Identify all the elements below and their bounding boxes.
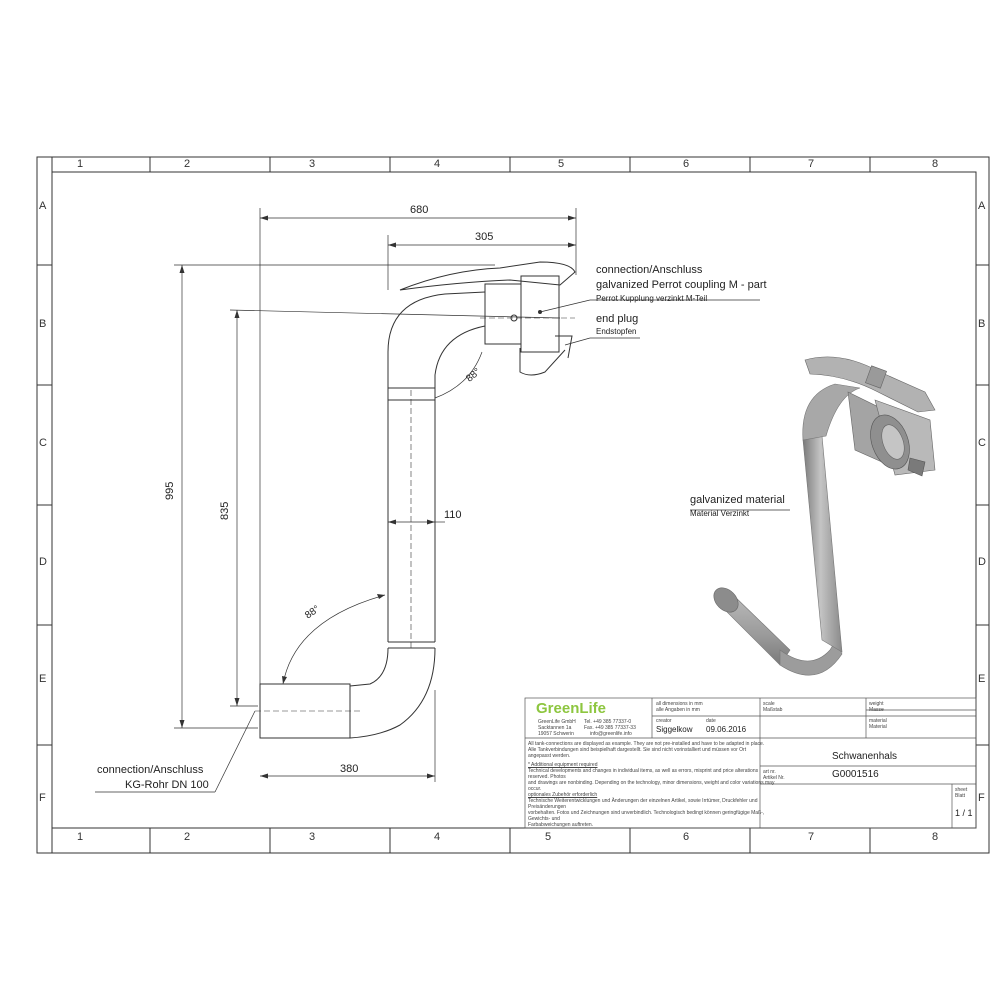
gooseneck-3d-render bbox=[713, 356, 936, 676]
grid-row-e: E bbox=[39, 673, 47, 685]
artno-value: G0001516 bbox=[832, 769, 879, 780]
grid-row-d-right: D bbox=[978, 556, 986, 568]
date-value: 09.06.2016 bbox=[706, 725, 747, 734]
grid-row-f-right: F bbox=[978, 792, 985, 804]
date-label: date bbox=[706, 718, 716, 724]
grid-col-3: 3 bbox=[309, 158, 316, 170]
sheet-label-de: Blatt bbox=[955, 793, 966, 799]
note-line: Preisänderungen bbox=[528, 804, 567, 810]
note-line: Gewichts- und bbox=[528, 816, 560, 822]
grid-col-5-bottom: 5 bbox=[545, 831, 552, 843]
company-name: GreenLife GmbH bbox=[538, 719, 576, 725]
note-line: * Additional equipment required bbox=[528, 762, 598, 768]
note-line: Technische Weiterentwicklungen und Änder… bbox=[528, 798, 758, 804]
weight-label-en: weight bbox=[869, 701, 884, 707]
grid-row-d: D bbox=[39, 556, 47, 568]
creator-label: creator bbox=[656, 718, 672, 724]
dimension-680: 680 bbox=[410, 204, 429, 216]
grid-col-6-bottom: 6 bbox=[683, 831, 690, 843]
company-fax: Fax. +49 385 77337-33 bbox=[584, 725, 636, 731]
grid-col-8-bottom: 8 bbox=[932, 831, 939, 843]
material-label-de: Material bbox=[869, 724, 887, 730]
drawing-title: Schwanenhals bbox=[832, 751, 898, 762]
dimension-305: 305 bbox=[475, 231, 494, 243]
grid-col-1-bottom: 1 bbox=[77, 831, 84, 843]
grid-row-e-right: E bbox=[978, 673, 986, 685]
sheet-label-en: sheet bbox=[955, 787, 968, 793]
gooseneck-side-view bbox=[255, 261, 576, 739]
note-line: Farbabweichungen auftreten. bbox=[528, 822, 594, 828]
note-line: occur. bbox=[528, 786, 542, 792]
dims-note-de: alle Angaben in mm bbox=[656, 707, 700, 713]
creator-value: Siggelkow bbox=[656, 725, 693, 734]
callout-coupling-line2: galvanized Perrot coupling M - part bbox=[596, 279, 767, 291]
sheet-frame bbox=[36, 156, 990, 854]
callout-plug-line2: Endstopfen bbox=[596, 327, 637, 336]
grid-row-c-right: C bbox=[978, 437, 986, 449]
dimension-995: 995 bbox=[164, 481, 176, 500]
grid-row-b: B bbox=[39, 318, 47, 330]
callout-pipe-line2: KG-Rohr DN 100 bbox=[125, 779, 209, 791]
grid-row-b-right: B bbox=[978, 318, 986, 330]
weight-label-de: Masse bbox=[869, 707, 884, 713]
grid-col-3-bottom: 3 bbox=[309, 831, 316, 843]
dimension-835: 835 bbox=[219, 501, 231, 520]
note-line: angepasst werden. bbox=[528, 753, 571, 759]
dimension-110: 110 bbox=[444, 509, 462, 521]
scale-label-de: Maßstab bbox=[763, 707, 783, 713]
grid-col-8: 8 bbox=[932, 158, 939, 170]
coupling-leader-dot bbox=[538, 310, 542, 314]
title-block-frame bbox=[524, 697, 977, 829]
note-line: and drawings are nonbinding. Depending o… bbox=[528, 780, 775, 786]
note-line: Alle Tankverbindungen sind beispielhaft … bbox=[528, 747, 747, 753]
company-logo: GreenLife bbox=[536, 700, 607, 717]
note-line: reserved. Photos bbox=[528, 774, 566, 780]
grid-row-a-right: A bbox=[978, 200, 986, 212]
callout-material-line2: Material Verzinkt bbox=[690, 509, 750, 518]
callout-plug-line1: end plug bbox=[596, 313, 639, 325]
note-line: vorbehalten. Fotos und Zeichnungen sind … bbox=[528, 810, 765, 816]
grid-row-c: C bbox=[39, 437, 47, 449]
grid-col-7: 7 bbox=[808, 158, 815, 170]
material-label-en: material bbox=[869, 718, 887, 724]
sheet-value: 1 / 1 bbox=[955, 808, 973, 818]
grid-col-5: 5 bbox=[558, 158, 565, 170]
dimension-380: 380 bbox=[340, 763, 359, 775]
grid-col-2: 2 bbox=[184, 158, 191, 170]
callout-leaders bbox=[95, 299, 760, 793]
callout-coupling-line1: connection/Anschluss bbox=[596, 264, 703, 276]
note-line: All tank-connections are displayed as ex… bbox=[528, 741, 765, 747]
callout-material-line1: galvanized material bbox=[690, 494, 785, 506]
artno-label-en: art nr. bbox=[763, 769, 776, 775]
grid-col-1: 1 bbox=[77, 158, 84, 170]
grid-row-a: A bbox=[39, 200, 47, 212]
company-street: Sacktannen 1a bbox=[538, 725, 572, 731]
grid-col-4-bottom: 4 bbox=[434, 831, 441, 843]
dims-note-en: all dimensions in mm bbox=[656, 701, 703, 707]
scale-label-en: scale bbox=[763, 701, 775, 707]
grid-row-f: F bbox=[39, 792, 46, 804]
grid-col-6: 6 bbox=[683, 158, 690, 170]
company-email: info@greenlife.info bbox=[590, 731, 632, 737]
company-city: 19057 Schwerin bbox=[538, 731, 574, 737]
grid-col-7-bottom: 7 bbox=[808, 831, 815, 843]
note-line: Technical developments and changes in in… bbox=[528, 768, 759, 774]
note-line: optionales Zubehör erforderlich bbox=[528, 792, 598, 798]
artno-label-de: Artikel Nr. bbox=[763, 775, 785, 781]
grid-col-4: 4 bbox=[434, 158, 441, 170]
dimension-lines bbox=[174, 208, 577, 782]
company-phone: Tel. +49 385 77337-0 bbox=[584, 719, 632, 725]
dimension-arrows bbox=[179, 215, 576, 779]
callout-coupling-line3: Perrot Kupplung verzinkt M-Teil bbox=[596, 294, 708, 303]
grid-col-2-bottom: 2 bbox=[184, 831, 191, 843]
callout-pipe-line1: connection/Anschluss bbox=[97, 764, 204, 776]
